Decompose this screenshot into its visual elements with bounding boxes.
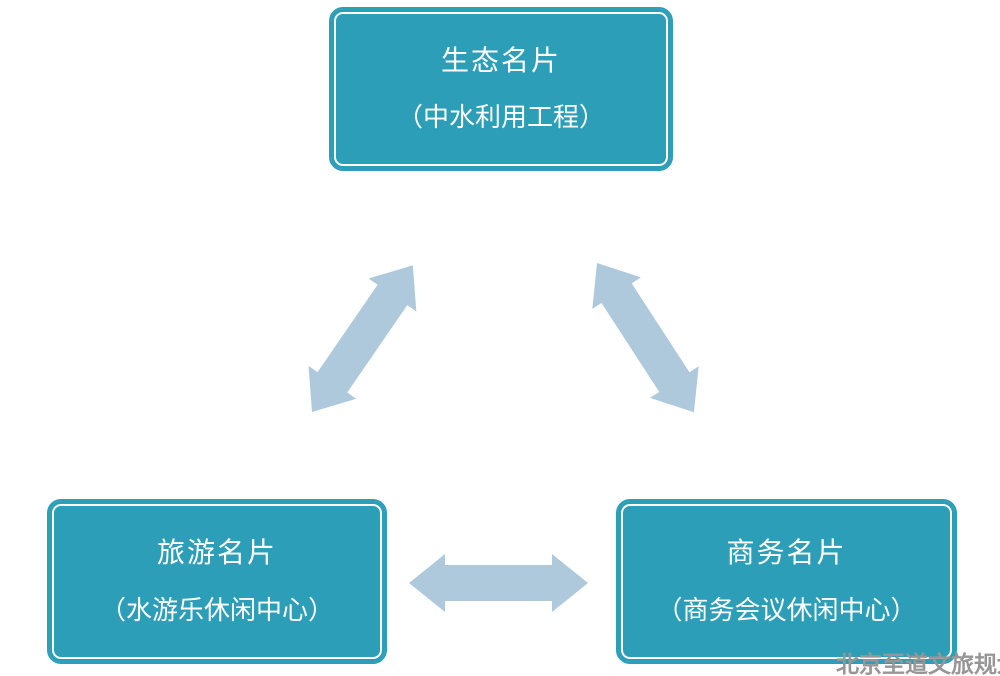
node-eco-subtitle: （中水利用工程） <box>396 102 605 133</box>
node-eco-title: 生态名片 <box>440 44 561 76</box>
node-business-card: 商务名片 （商务会议休闲中心） <box>616 499 957 664</box>
arrow-tourism-eco <box>308 265 417 412</box>
node-tourism-card: 旅游名片 （水游乐休闲中心） <box>47 499 387 664</box>
node-tourism-title: 旅游名片 <box>156 537 277 569</box>
node-business-title: 商务名片 <box>726 537 847 569</box>
node-tourism-subtitle: （水游乐休闲中心） <box>99 594 334 625</box>
watermark-text: 北京至道文旅规划 <box>836 651 1000 676</box>
arrow-tourism-business <box>409 554 588 612</box>
node-eco-card: 生态名片 （中水利用工程） <box>329 7 673 171</box>
node-business-subtitle: （商务会议休闲中心） <box>656 594 917 625</box>
arrow-eco-business <box>592 263 699 413</box>
